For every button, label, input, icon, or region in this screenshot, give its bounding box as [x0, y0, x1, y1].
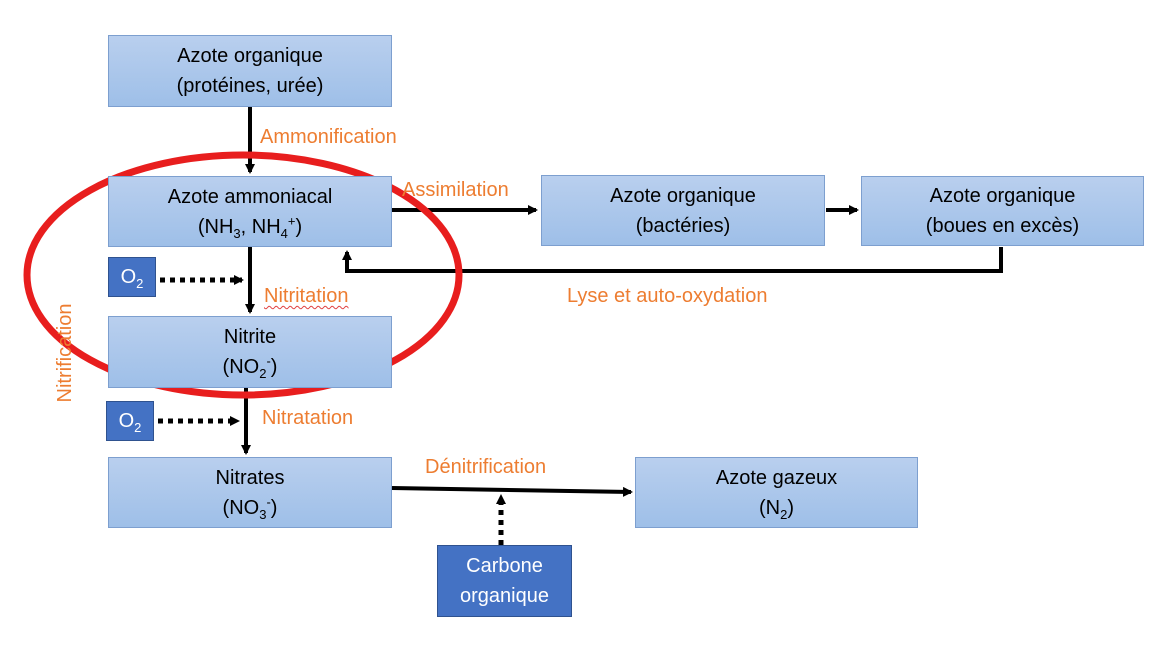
arrow-denitrification: [391, 486, 633, 497]
label-nitratation: Nitratation: [262, 407, 354, 429]
node-line2: (bactéries): [635, 214, 731, 237]
label-denitrification: Dénitrification: [425, 456, 547, 478]
node-line1: Carbone: [466, 555, 543, 577]
node-line1: Azote organique: [610, 184, 756, 207]
label-lyse: Lyse et auto-oxydation: [567, 285, 768, 307]
node-azote-ammoniacal: Azote ammoniacal (NH3, NH4+): [108, 176, 392, 247]
label-nitrification: Nitrification: [54, 303, 76, 403]
node-line2: (boues en excès): [925, 215, 1080, 237]
arrow-lyse: [342, 247, 1003, 273]
node-o2-nitritation: O2: [108, 257, 156, 297]
node-azote-gazeux: Azote gazeux (N2): [635, 457, 918, 528]
label-assimilation: Assimilation: [402, 179, 509, 201]
node-nitrates: Nitrates (NO3-): [108, 457, 392, 528]
node-formula: (N2): [758, 496, 794, 522]
node-azote-organique-proteines: Azote organique (protéines, urée): [108, 35, 392, 107]
node-formula: (NO3-): [222, 493, 278, 522]
node-formula: (NO2-): [222, 353, 278, 381]
node-line2: organique: [460, 585, 549, 607]
node-azote-organique-bacteries: Azote organique (bactéries): [541, 175, 825, 246]
highlight-ellipse: [23, 151, 463, 399]
node-o2-nitratation: O2: [106, 401, 154, 441]
label-ammonification: Ammonification: [260, 126, 397, 148]
label-nitritation: Nitritation: [264, 285, 349, 307]
node-line2: (protéines, urée): [176, 75, 324, 97]
node-line1: Azote gazeux: [715, 466, 838, 489]
node-formula: (NH3, NH4+): [197, 212, 303, 241]
node-line1: Azote organique: [177, 45, 323, 67]
node-line1: Nitrite: [223, 326, 277, 348]
node-carbone-organique: Carbone organique: [437, 545, 572, 617]
node-nitrite: Nitrite (NO2-): [108, 316, 392, 388]
node-line1: Nitrates: [215, 466, 285, 489]
node-line1: Azote organique: [929, 185, 1076, 207]
node-azote-organique-boues: Azote organique (boues en excès): [861, 176, 1144, 246]
node-line1: Azote ammoniacal: [167, 185, 333, 208]
